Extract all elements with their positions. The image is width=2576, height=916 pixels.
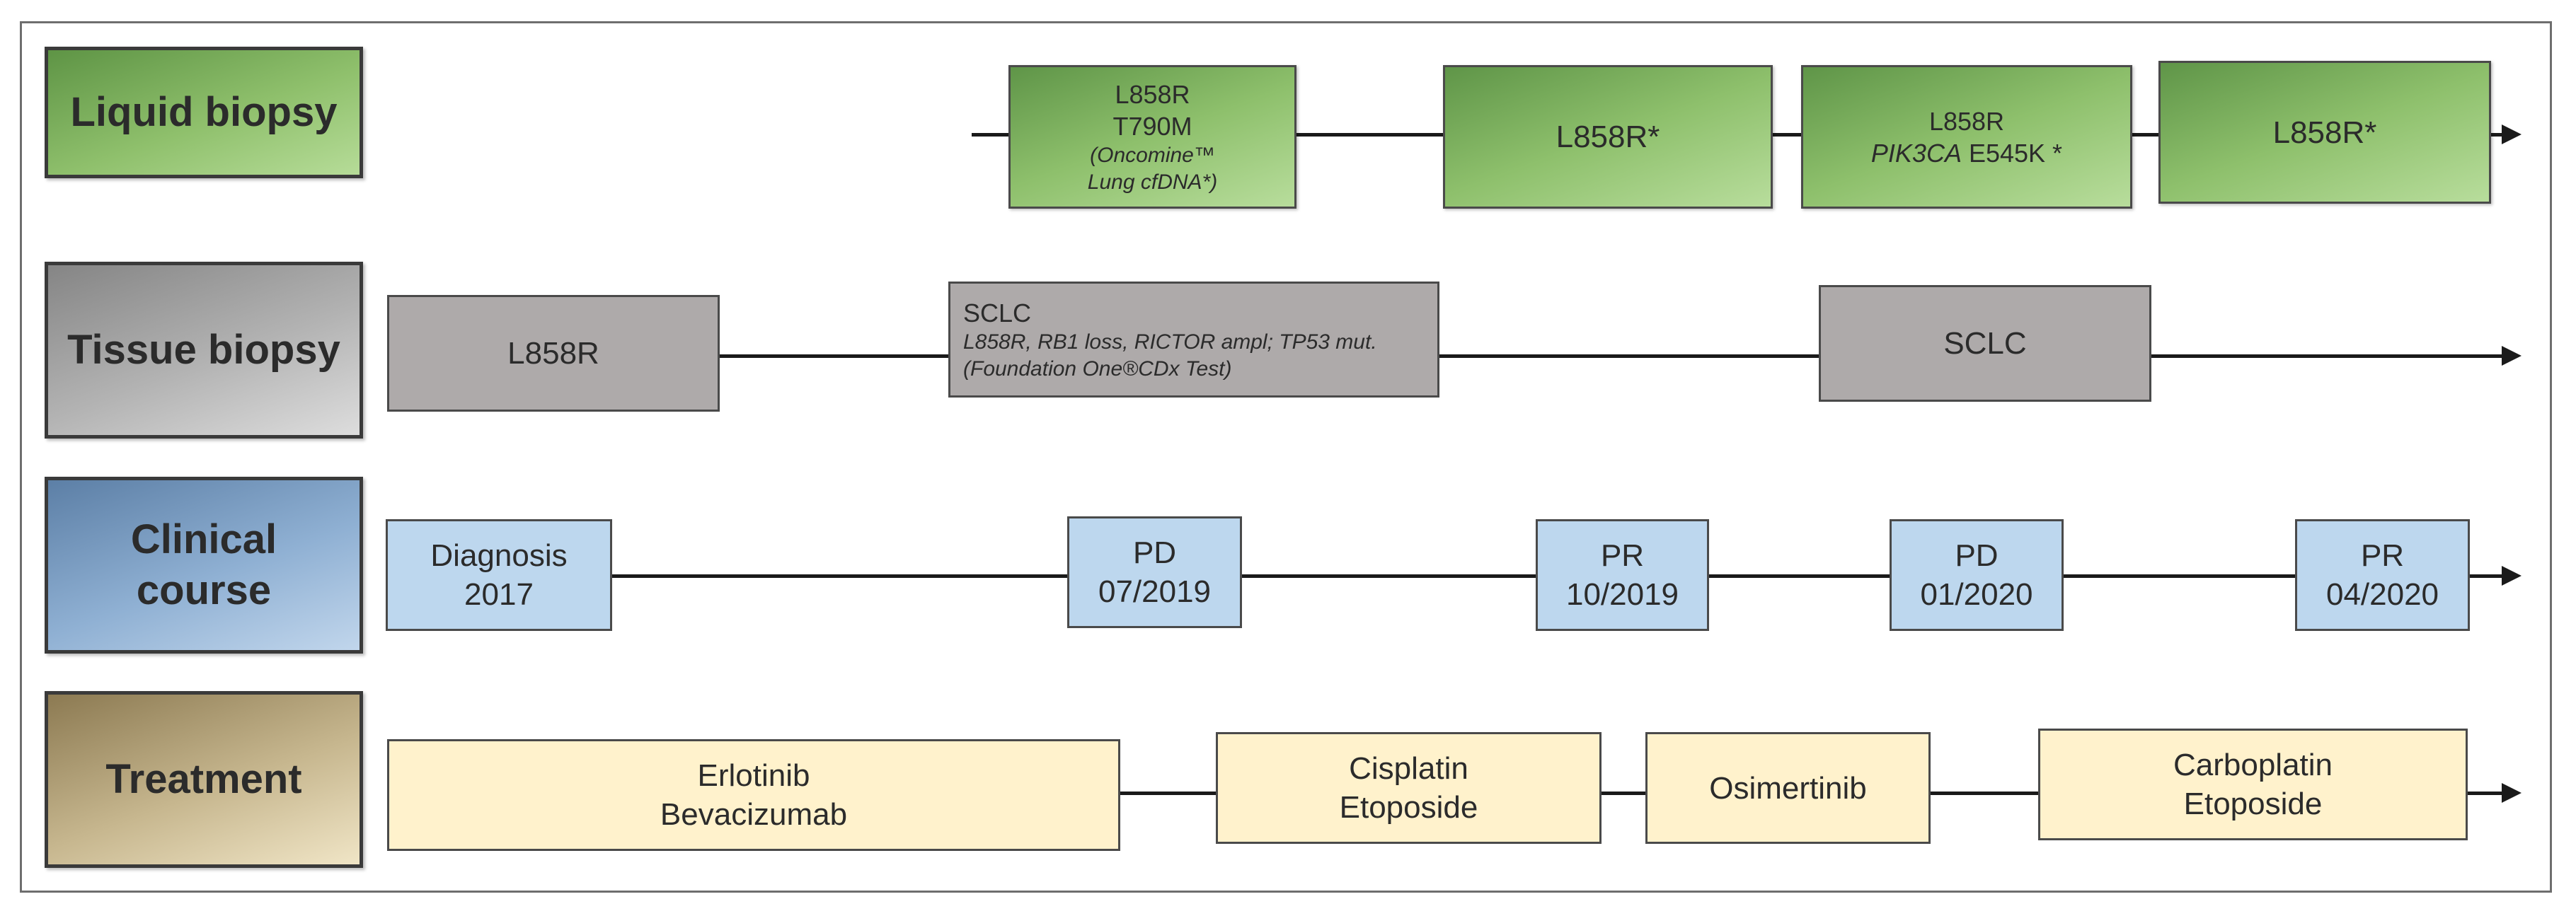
- clinical-event-box: PD 01/2020: [1890, 519, 2064, 631]
- drug-name: Bevacizumab: [660, 797, 848, 832]
- row-label-text-line1: Clinical: [130, 516, 277, 562]
- liquid-biopsy-box: L858R PIK3CA E545K *: [1801, 65, 2132, 209]
- variant-text: E545K *: [1961, 138, 2063, 168]
- histology-text: SCLC: [1943, 326, 2027, 361]
- drug-name: Erlotinib: [697, 758, 810, 793]
- gene-name-italic: PIK3CA: [1870, 138, 1962, 168]
- mutation-text-line2: PIK3CA E545K *: [1871, 137, 2062, 169]
- tissue-biopsy-box: SCLC: [1819, 285, 2151, 402]
- clinical-event-box: Diagnosis 2017: [386, 519, 612, 631]
- event-status: Diagnosis: [430, 538, 568, 573]
- drug-name: Carboplatin: [2173, 748, 2333, 782]
- row-label-text: Liquid biopsy: [70, 88, 338, 135]
- liquid-biopsy-box: L858R*: [2158, 61, 2491, 204]
- liquid-biopsy-box: L858R T790M (Oncomine™ Lung cfDNA*): [1008, 65, 1296, 209]
- assay-text: (Oncomine™: [1090, 144, 1215, 167]
- event-status: PD: [1955, 538, 1999, 573]
- treatment-box: Osimertinib: [1645, 732, 1931, 844]
- row-label-text: Tissue biopsy: [67, 326, 340, 373]
- row-label-treatment: Treatment: [45, 691, 363, 868]
- treatment-box: Erlotinib Bevacizumab: [387, 739, 1120, 851]
- row-label-tissue-biopsy: Tissue biopsy: [45, 262, 363, 439]
- row-label-text-line2: course: [136, 567, 272, 613]
- mutation-text: L858R: [507, 336, 599, 371]
- histology-text: SCLC: [963, 298, 1032, 327]
- assay-text: (Foundation One®CDx Test): [963, 356, 1232, 381]
- timeline-arrow-tissue: [2502, 346, 2522, 366]
- mutation-text: T790M: [1112, 112, 1192, 141]
- drug-name: Osimertinib: [1709, 770, 1867, 806]
- event-date: 01/2020: [1920, 577, 2033, 612]
- mutation-text: L858R: [1115, 80, 1190, 109]
- event-status: PR: [2360, 538, 2405, 573]
- event-status: PD: [1132, 535, 1177, 570]
- clinical-event-box: PR 10/2019: [1536, 519, 1709, 631]
- event-date: 04/2020: [2325, 577, 2439, 612]
- drug-name: Etoposide: [1339, 790, 1478, 825]
- timeline-line-tissue: [718, 354, 2504, 358]
- clinical-event-box: PR 04/2020: [2295, 519, 2470, 631]
- timeline-arrow-treatment: [2502, 783, 2522, 803]
- tissue-biopsy-box: SCLC L858R, RB1 loss, RICTOR ampl; TP53 …: [948, 282, 1439, 398]
- treatment-box: Cisplatin Etoposide: [1216, 732, 1602, 844]
- assay-text: Lung cfDNA*): [1087, 170, 1218, 194]
- drug-name: Etoposide: [2183, 787, 2323, 821]
- mutation-text: L858R*: [2272, 115, 2377, 150]
- row-label-liquid-biopsy: Liquid biopsy: [45, 47, 363, 178]
- event-date: 2017: [464, 577, 534, 612]
- mutation-list-text: L858R, RB1 loss, RICTOR ampl; TP53 mut.: [963, 330, 1377, 354]
- liquid-biopsy-box: L858R*: [1443, 65, 1773, 209]
- row-label-clinical-course: Clinical course: [45, 477, 363, 654]
- event-date: 07/2019: [1098, 574, 1212, 609]
- event-date: 10/2019: [1565, 577, 1679, 612]
- mutation-text: L858R: [1928, 106, 2005, 136]
- clinical-event-box: PD 07/2019: [1067, 516, 1242, 628]
- timeline-arrow-clinical: [2502, 566, 2522, 586]
- drug-name: Cisplatin: [1349, 751, 1468, 786]
- tissue-biopsy-box: L858R: [387, 295, 720, 412]
- mutation-text: L858R*: [1556, 120, 1660, 154]
- timeline-arrow-liquid: [2502, 124, 2522, 144]
- event-status: PR: [1600, 538, 1645, 573]
- diagram-frame: [20, 21, 2552, 893]
- row-label-text: Treatment: [105, 755, 302, 802]
- treatment-box: Carboplatin Etoposide: [2038, 729, 2468, 840]
